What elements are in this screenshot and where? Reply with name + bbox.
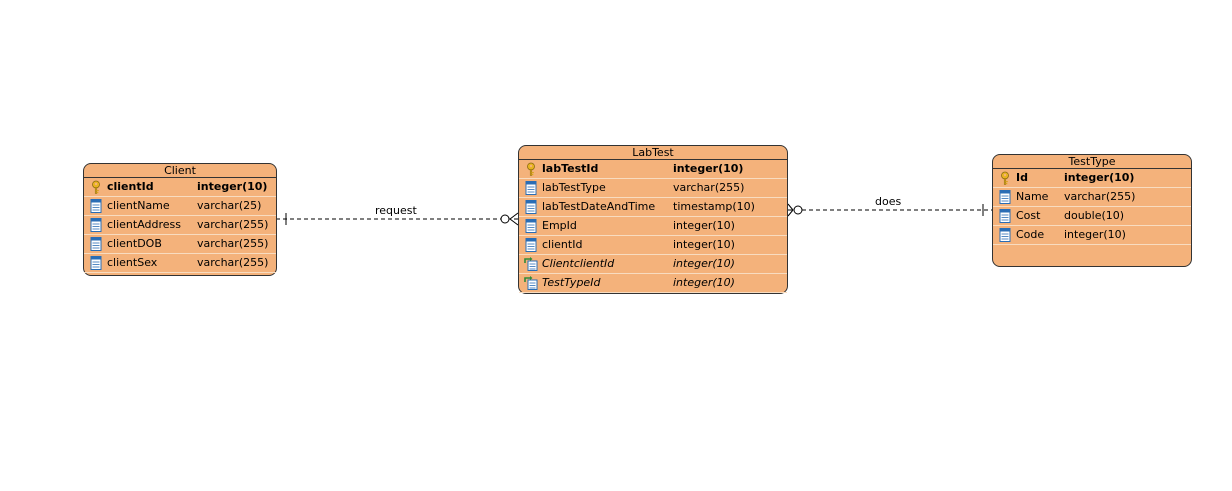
column-name: clientId: [107, 180, 154, 193]
column-name: clientSex: [107, 256, 158, 269]
column-name: labTestDateAndTime: [542, 200, 656, 213]
column-type: varchar(255): [197, 237, 269, 250]
column-row-clientname[interactable]: clientName varchar(25): [84, 197, 276, 216]
key-icon: [89, 180, 103, 194]
column-type: varchar(255): [197, 256, 269, 269]
column-type: varchar(255): [1064, 190, 1136, 203]
column-type: integer(10): [673, 219, 735, 232]
entity-client[interactable]: Client clientId integer(10) clientName varc…: [83, 163, 277, 276]
column-row-clientid[interactable]: clientId integer(10): [84, 178, 276, 197]
entity-testtype[interactable]: TestType Id integer(10) Name varchar(255) Co…: [992, 154, 1192, 267]
column-type: varchar(25): [197, 199, 262, 212]
column-type: varchar(255): [197, 218, 269, 231]
column-icon: [524, 219, 538, 233]
column-row-labtesttype[interactable]: labTestType varchar(255): [519, 179, 787, 198]
column-type: integer(10): [1064, 171, 1135, 184]
column-type: integer(10): [1064, 228, 1126, 241]
column-icon: [89, 199, 103, 213]
column-name: clientDOB: [107, 237, 162, 250]
column-type: integer(10): [673, 238, 735, 251]
key-icon: [524, 162, 538, 176]
column-icon: [998, 190, 1012, 204]
column-name: labTestId: [542, 162, 599, 175]
column-type: double(10): [1064, 209, 1125, 222]
column-row-empid[interactable]: EmpId integer(10): [519, 217, 787, 236]
column-name: clientName: [107, 199, 170, 212]
entity-title: TestType: [993, 155, 1191, 169]
column-name: Code: [1016, 228, 1045, 241]
column-name: Name: [1016, 190, 1049, 203]
column-type: integer(10): [197, 180, 268, 193]
column-row-cost[interactable]: Cost double(10): [993, 207, 1191, 226]
entity-title: LabTest: [519, 146, 787, 160]
column-icon: [524, 181, 538, 195]
relationship-request-label: request: [375, 204, 417, 217]
column-row-clientid[interactable]: clientId integer(10): [519, 236, 787, 255]
column-name: EmpId: [542, 219, 577, 232]
column-icon: [524, 238, 538, 252]
column-name: Id: [1016, 171, 1028, 184]
column-type: integer(10): [673, 162, 744, 175]
foreign-key-icon: [524, 257, 538, 271]
column-row-name[interactable]: Name varchar(255): [993, 188, 1191, 207]
relationship-does-line[interactable]: [787, 203, 992, 217]
relationship-request-line[interactable]: [276, 212, 519, 226]
column-row-labtestdateandtime[interactable]: labTestDateAndTime timestamp(10): [519, 198, 787, 217]
column-name: ClientclientId: [542, 257, 615, 270]
relationship-does-label: does: [875, 195, 902, 208]
column-row-clientaddress[interactable]: clientAddress varchar(255): [84, 216, 276, 235]
column-type: timestamp(10): [673, 200, 755, 213]
column-name: clientId: [542, 238, 583, 251]
column-type: integer(10): [673, 276, 735, 289]
column-name: Cost: [1016, 209, 1041, 222]
column-type: integer(10): [673, 257, 735, 270]
entity-labtest[interactable]: LabTest labTestId integer(10) labTestType v…: [518, 145, 788, 294]
entity-title: Client: [84, 164, 276, 178]
column-row-clientdob[interactable]: clientDOB varchar(255): [84, 235, 276, 254]
column-row-labtestid[interactable]: labTestId integer(10): [519, 160, 787, 179]
column-name: TestTypeId: [542, 276, 601, 289]
column-row-code[interactable]: Code integer(10): [993, 226, 1191, 245]
column-name: clientAddress: [107, 218, 182, 231]
column-row-clientclientid[interactable]: ClientclientId integer(10): [519, 255, 787, 274]
column-row-clientsex[interactable]: clientSex varchar(255): [84, 254, 276, 273]
foreign-key-icon: [524, 276, 538, 290]
column-icon: [998, 209, 1012, 223]
column-icon: [89, 218, 103, 232]
column-type: varchar(255): [673, 181, 745, 194]
column-icon: [524, 200, 538, 214]
column-icon: [89, 256, 103, 270]
column-row-id[interactable]: Id integer(10): [993, 169, 1191, 188]
column-row-testtypeid[interactable]: TestTypeId integer(10): [519, 274, 787, 293]
column-icon: [998, 228, 1012, 242]
key-icon: [998, 171, 1012, 185]
column-icon: [89, 237, 103, 251]
column-name: labTestType: [542, 181, 606, 194]
